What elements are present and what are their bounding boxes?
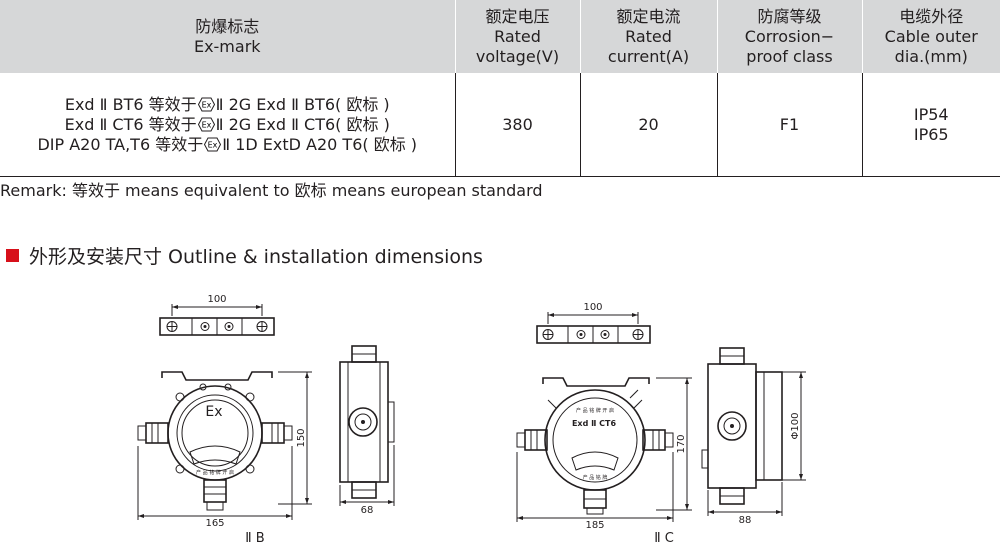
- red-square-icon: [6, 249, 19, 262]
- svg-text:Ex: Ex: [201, 120, 211, 129]
- header-corrosion-class: 防腐等级 Corrosion− proof class: [717, 0, 863, 73]
- drawing-c: 100 产 品 铭 牌 开 启 Exd Ⅱ CT6 产 品 铭 牌: [516, 302, 806, 546]
- spec-table-header: 防爆标志 Ex-mark 额定电压 Rated voltage(V) 额定电流 …: [0, 0, 1000, 73]
- depth-dim-b: 68: [361, 505, 374, 516]
- depth-dim-c: 88: [739, 515, 752, 526]
- ex-hexagon-icon: Ex: [204, 137, 222, 151]
- bracket-dim-c: 100: [583, 302, 602, 313]
- bracket-c: 100: [536, 302, 651, 344]
- header-cable-outer-dia: 电缆外径 Cable outer dia.(mm): [862, 0, 1000, 73]
- svg-text:Ex: Ex: [201, 100, 211, 109]
- section-title: 外形及安装尺寸 Outline & installation dimension…: [29, 246, 483, 268]
- cell-voltage: 380: [455, 73, 581, 177]
- nameplate-text-b: 产 品 铭 牌 开 启: [196, 469, 234, 476]
- side-view-b: 68: [339, 345, 395, 516]
- header-rated-current: 额定电流 Rated current(A): [580, 0, 718, 73]
- remark-text: Remark: 等效于 means equivalent to 欧标 means…: [0, 181, 543, 200]
- cell-current: 20: [580, 73, 718, 177]
- height-dim-c: 170: [676, 434, 687, 453]
- bracket-b: 100: [159, 294, 275, 336]
- drawing-b: 100 Ex 产 品 铭 牌 开 启: [137, 294, 395, 546]
- top-text-c: 产 品 铭 牌 开 启: [576, 407, 614, 414]
- body-mark-c: Exd Ⅱ CT6: [572, 419, 617, 428]
- header-rated-voltage: 额定电压 Rated voltage(V): [455, 0, 581, 73]
- model-label-b: Ⅱ B: [245, 531, 264, 546]
- bracket-dim-b: 100: [207, 294, 226, 305]
- ex-hexagon-icon: Ex: [197, 97, 215, 111]
- outline-drawings: 100 Ex 产 品 铭 牌 开 启: [137, 294, 806, 546]
- section-heading: 外形及安装尺寸 Outline & installation dimension…: [0, 242, 483, 269]
- cell-cable-dia: IP54 IP65: [862, 73, 1000, 177]
- width-dim-b: 165: [205, 518, 224, 529]
- cell-corrosion: F1: [717, 73, 863, 177]
- dia-dim-c: Φ100: [790, 413, 801, 440]
- width-dim-c: 185: [585, 520, 604, 531]
- body-mark-b: Ex: [205, 404, 222, 420]
- ex-hexagon-icon: Ex: [197, 117, 215, 131]
- svg-text:Ex: Ex: [208, 140, 218, 149]
- height-dim-b: 150: [296, 428, 307, 447]
- header-ex-mark: 防爆标志 Ex-mark: [0, 0, 456, 73]
- front-view-c: 产 品 铭 牌 开 启 Exd Ⅱ CT6 产 品 铭 牌: [516, 377, 692, 531]
- nameplate-text-c: 产 品 铭 牌: [583, 474, 608, 481]
- side-view-c: Φ100 88: [701, 347, 806, 526]
- spec-table: 防爆标志 Ex-mark 额定电压 Rated voltage(V) 额定电流 …: [0, 0, 1000, 177]
- model-label-c: Ⅱ C: [654, 531, 674, 546]
- front-view-b: Ex 产 品 铭 牌 开 启: [137, 371, 312, 529]
